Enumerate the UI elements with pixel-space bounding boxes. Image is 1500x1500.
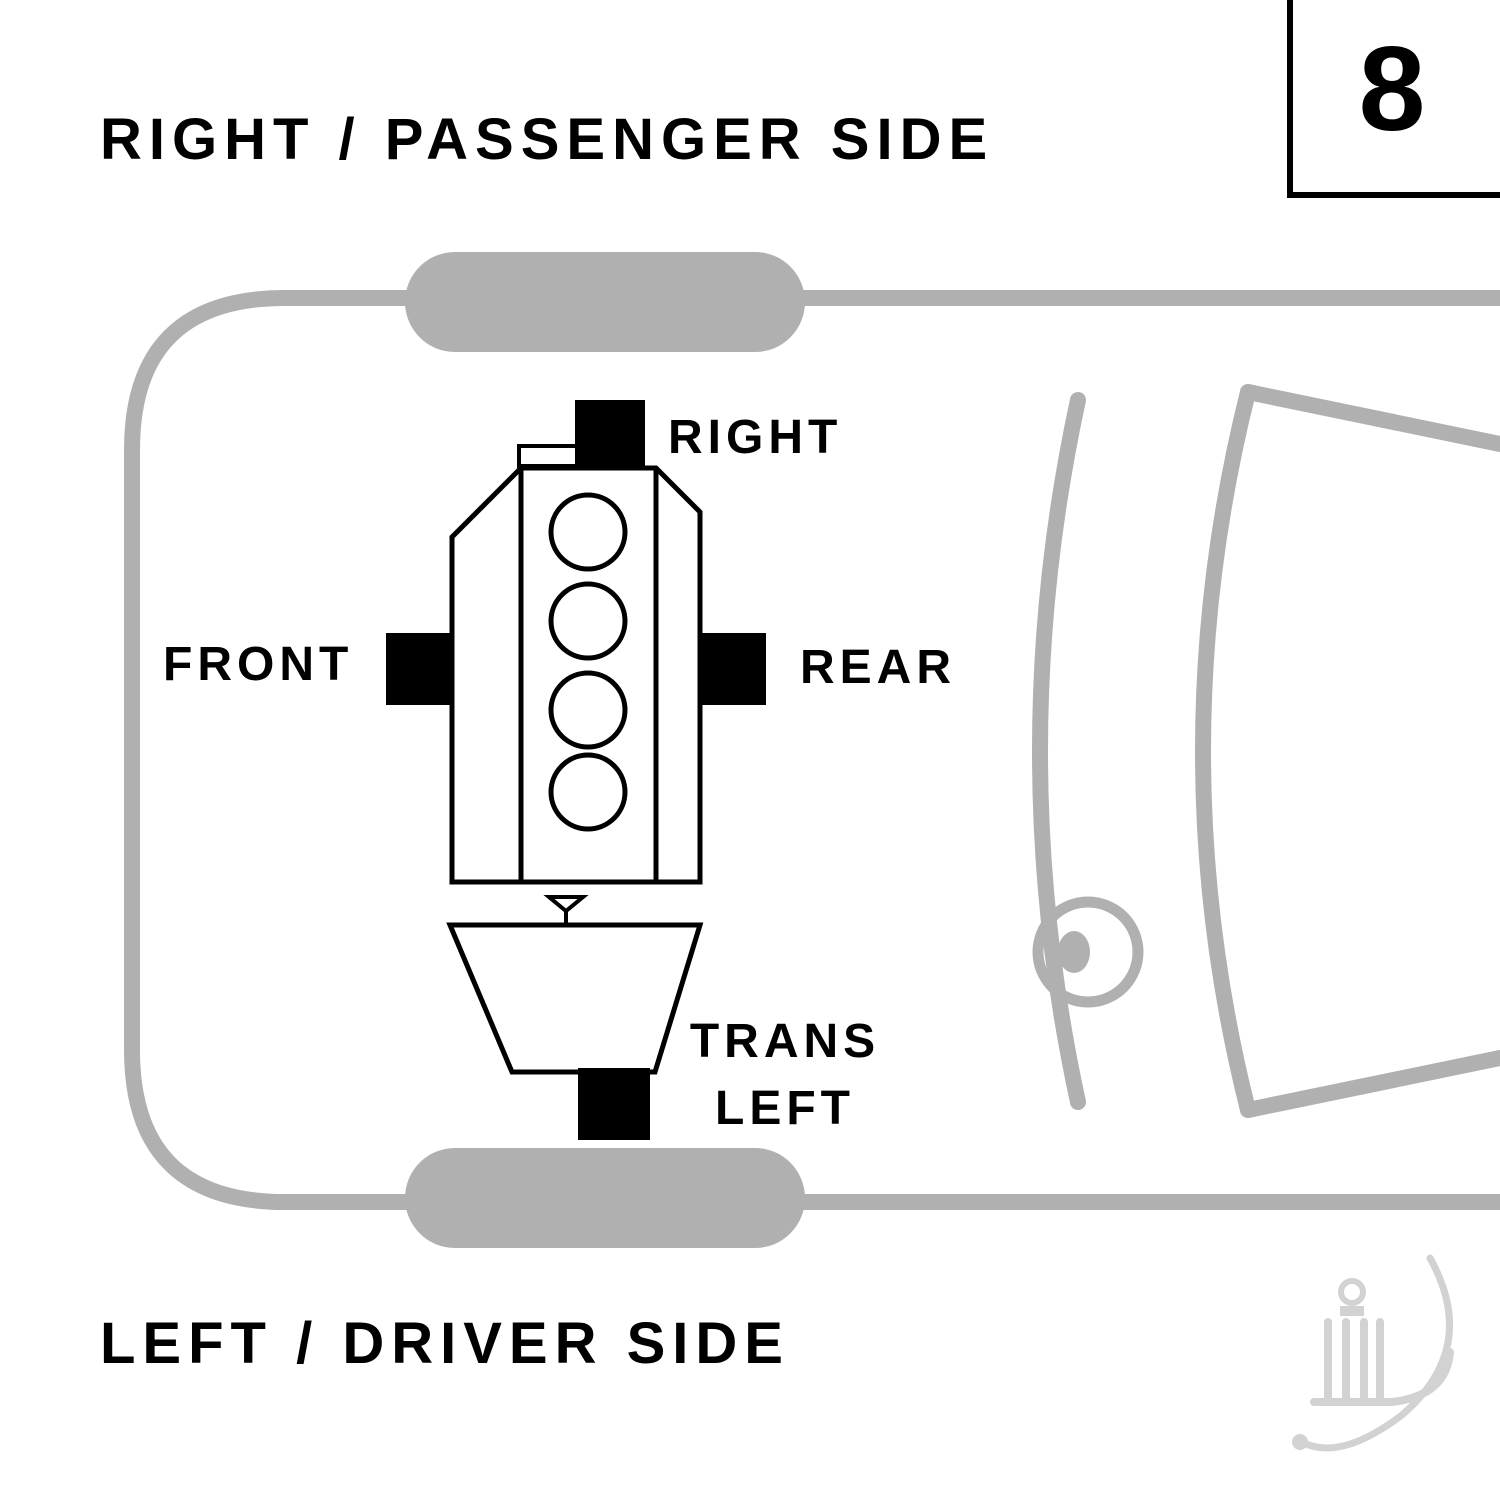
right-mount-label: RIGHT bbox=[668, 411, 843, 464]
transmission bbox=[446, 895, 704, 1075]
steering-wheel-hub bbox=[1058, 931, 1090, 973]
title-left-driver-side: LEFT / DRIVER SIDE bbox=[100, 1311, 790, 1376]
cylinder-2 bbox=[548, 581, 628, 661]
watermark-logo bbox=[1292, 1254, 1454, 1452]
watermark-anchor-bars bbox=[1324, 1318, 1384, 1402]
cylinder-4 bbox=[548, 752, 628, 832]
windshield-inner-arc bbox=[1032, 392, 1086, 1110]
right-mount-marker bbox=[575, 400, 645, 468]
trans-label-line1: TRANS bbox=[689, 1015, 881, 1068]
trans-left-mount-label: TRANS LEFT bbox=[660, 1008, 910, 1142]
tire-right-side bbox=[405, 252, 805, 352]
watermark-swoosh bbox=[1298, 1254, 1453, 1452]
watermark-anchor-ring bbox=[1338, 1278, 1366, 1306]
page-number: 8 bbox=[1358, 22, 1426, 156]
a-pillar-top bbox=[1240, 384, 1500, 452]
trans-left-mount-marker bbox=[578, 1068, 650, 1140]
rear-mount-label: REAR bbox=[800, 641, 957, 694]
car-body-perimeter bbox=[124, 290, 1500, 1210]
windshield-outer-arc bbox=[1195, 384, 1256, 1118]
mount-markers bbox=[386, 400, 766, 1140]
tire-left-side bbox=[405, 1148, 805, 1248]
cylinder-3 bbox=[548, 670, 628, 750]
engine-block bbox=[449, 444, 703, 885]
a-pillar-bottom bbox=[1240, 1050, 1500, 1118]
trans-funnel-icon bbox=[543, 895, 589, 914]
cylinder-1 bbox=[548, 492, 628, 572]
car-body-outline bbox=[124, 252, 1500, 1248]
watermark-swoosh-dot bbox=[1292, 1434, 1308, 1450]
title-right-passenger-side: RIGHT / PASSENGER SIDE bbox=[100, 107, 995, 172]
rear-mount-marker bbox=[700, 633, 766, 705]
front-mount-marker bbox=[386, 633, 452, 705]
trans-label-line2: LEFT bbox=[715, 1082, 855, 1135]
transmission-outline bbox=[446, 922, 704, 1075]
watermark-anchor-crossbar bbox=[1340, 1306, 1364, 1316]
steering-wheel bbox=[1032, 896, 1144, 1008]
engine-top-bracket bbox=[517, 444, 579, 468]
front-mount-label: FRONT bbox=[163, 638, 354, 691]
page-number-box: 8 bbox=[1287, 0, 1500, 198]
